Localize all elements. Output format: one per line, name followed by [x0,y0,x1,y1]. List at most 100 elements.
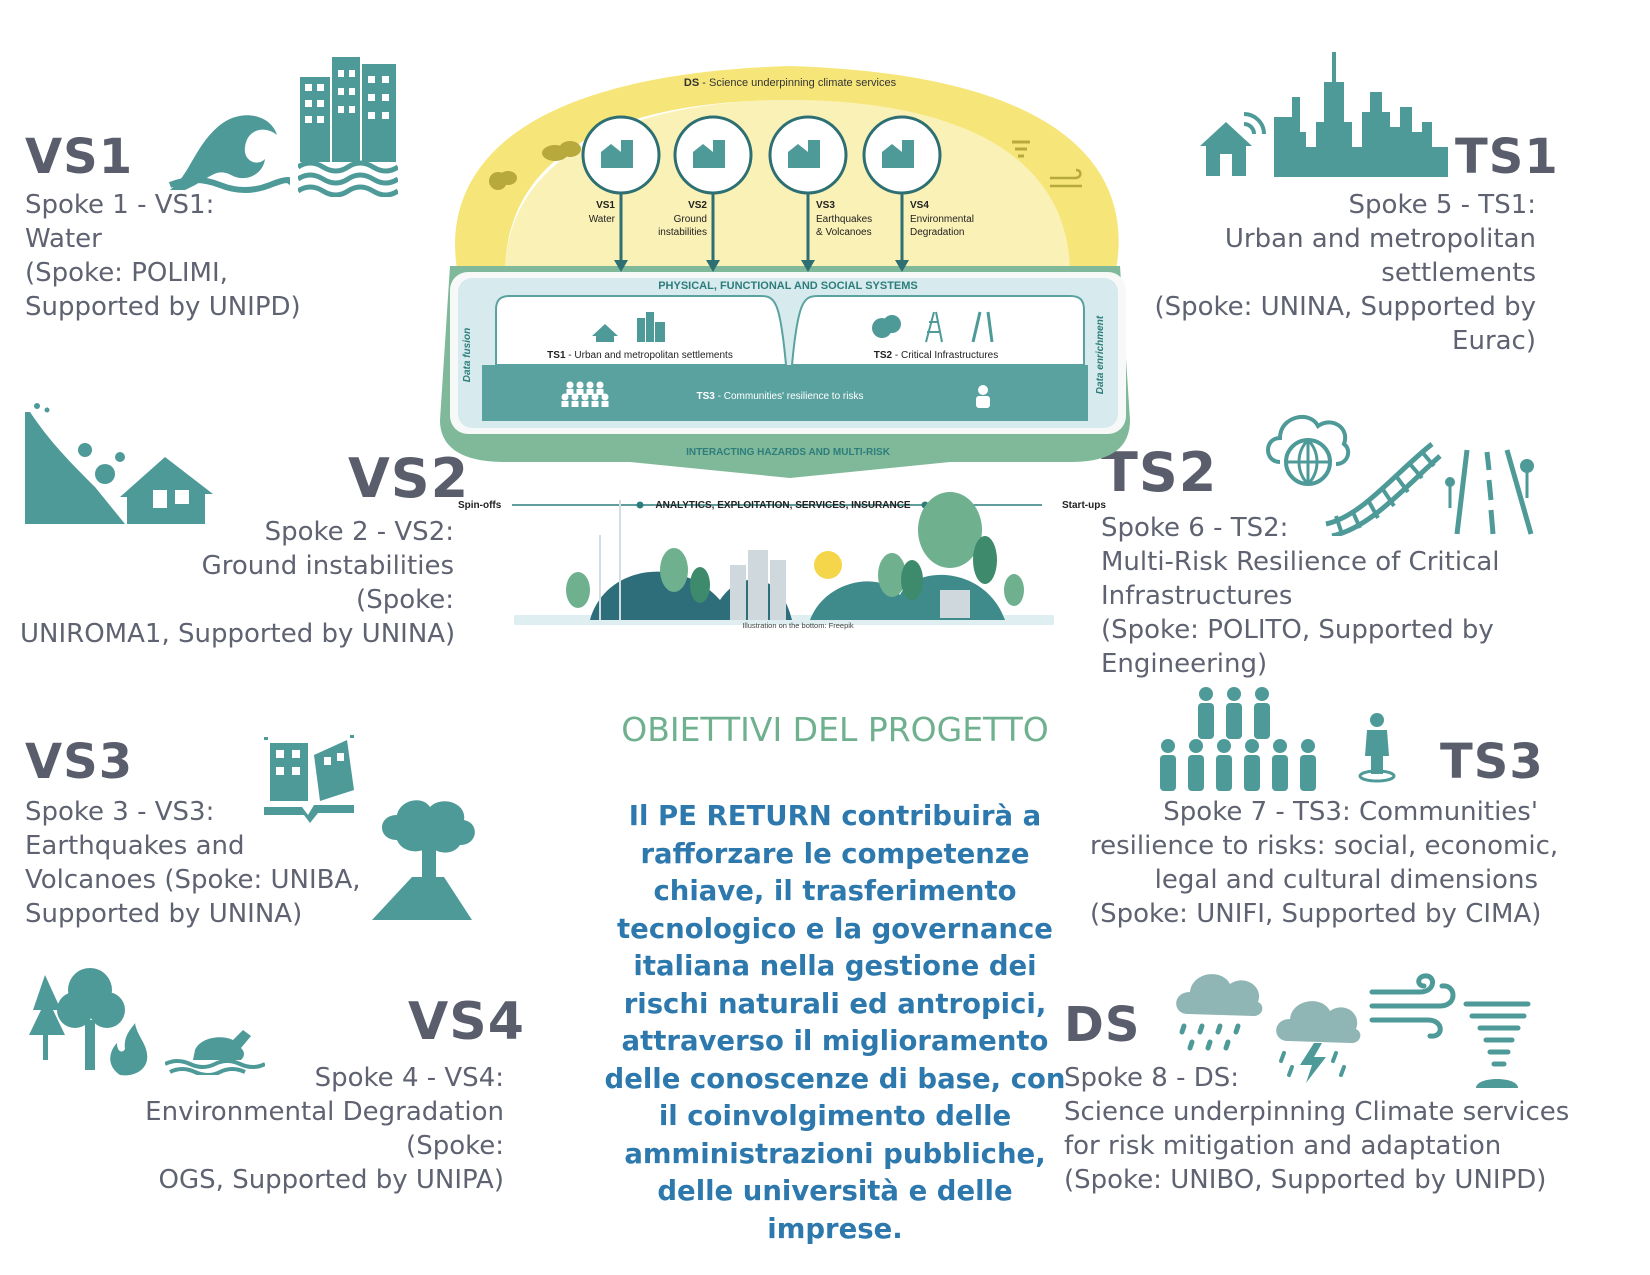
objectives-line: delle conoscenze di base, con [604,1062,1066,1095]
central-diagram: DS - Science underpinning climate servic… [430,60,1145,640]
mini-person [571,393,579,401]
landscape-illustration [514,492,1054,625]
arch-wind-icon [1050,168,1082,188]
vs2-line: (Spoke: [356,585,454,615]
mini-person [591,393,599,401]
data-fusion-label: Data fusion [462,328,473,382]
city-skyline-icon [1272,52,1450,180]
person-body [1188,755,1204,791]
vs-circle-code: VS2 [688,200,707,211]
objectives-line: rafforzare le competenze [640,837,1030,870]
smart-home-icon [1196,110,1266,180]
rain-cloud-icon [1170,966,1265,1056]
person-body [1216,755,1232,791]
vs-circle-label: Degradation [910,227,964,238]
data-enrichment-label: Data enrichment [1095,315,1106,394]
svg-text:TS1 - Urban and metropolitan s: TS1 - Urban and metropolitan settlements [547,350,733,361]
ds-code: DS [1064,997,1141,1053]
person-head [1161,739,1175,753]
mini-person [576,381,584,389]
mini-person-body [591,401,599,407]
vs-circle-code: VS1 [596,200,615,211]
ts3-description: Spoke 7 - TS3: Communities' resilience t… [1090,795,1558,931]
person-head [1199,687,1213,701]
diagram-ds-code: DS [684,77,699,89]
person-body [1160,755,1176,791]
vs2-line: UNIROMA1, Supported by UNINA) [20,619,456,649]
mini-person-body [576,389,584,395]
person-head [1189,739,1203,753]
person-icon [1357,712,1397,784]
diagram-ts1-code: TS1 [547,350,566,361]
diagram-ts3-code: TS3 [697,391,716,402]
objectives-line: chiave, il trasferimento [653,875,1017,907]
vs-circle-icon [788,140,820,168]
road-icon [1445,448,1537,536]
ts2-line: Engineering) [1101,649,1268,679]
wave-icon [165,95,290,195]
objectives-body: Il PE RETURN contribuirà a rafforzare le… [590,798,1080,1248]
ds-line: Science underpinning Climate services [1064,1097,1570,1127]
vs3-description: Spoke 3 - VS3: Earthquakes and Volcanoes… [25,795,361,931]
person-head [1245,739,1259,753]
people-group-icon [1158,686,1318,796]
vs2-line: Spoke 2 - VS2: [264,517,454,547]
mini-person [586,381,594,389]
vs1-code: VS1 [25,129,134,185]
landslide-icon [25,402,215,527]
objectives-line: amministrazioni pubbliche, [624,1137,1046,1170]
vs4-line: Environmental Degradation [145,1097,504,1127]
vs3-line: Volcanoes (Spoke: UNIBA, [25,865,361,895]
svg-text:TS3 - Communities' resilience: TS3 - Communities' resilience to risks [697,391,864,402]
diagram-ts3-text: - Communities' resilience to risks [715,391,864,402]
person-body [1244,755,1260,791]
svg-text:TS2 - Critical Infrastructures: TS2 - Critical Infrastructures [874,350,998,361]
objectives-line: tecnologico e la governance [617,912,1053,945]
vs-circle-icon [601,140,633,168]
objectives-line: delle università e delle [657,1175,1013,1207]
physical-label: PHYSICAL, FUNCTIONAL AND SOCIAL SYSTEMS [658,280,918,292]
ts2-road-mini-icon [971,311,994,343]
ts1-line: (Spoke: UNINA, Supported by [1154,292,1536,322]
person-head [1255,687,1269,701]
person-body [1226,703,1242,739]
ts2-line: Spoke 6 - TS2: [1101,513,1289,543]
vs2-line: Ground instabilities [201,551,454,581]
diagram-ts1-text: - Urban and metropolitan settlements [566,350,733,361]
vs3-line: Earthquakes and [25,831,245,861]
person-head [1217,739,1231,753]
ts3-line: (Spoke: UNIFI, Supported by CIMA) [1090,899,1542,929]
interacting-label: INTERACTING HAZARDS AND MULTI-RISK [686,447,891,458]
vs3-code: VS3 [25,734,134,790]
ts1-description: Spoke 5 - TS1: Urban and metropolitan se… [1100,188,1536,358]
mini-person-body [596,389,604,395]
mini-person-body [581,401,589,407]
ts2-line: (Spoke: POLITO, Supported by [1101,615,1494,645]
storm-cloud-icon [1270,995,1362,1085]
ts3-line: legal and cultural dimensions [1154,865,1538,895]
ts1-home-mini-icon [592,324,618,342]
ds-description: Spoke 8 - DS: Science underpinning Clima… [1064,1061,1569,1197]
vs4-line: Spoke 4 - VS4: [314,1063,504,1093]
vs-circle-icon [693,140,725,168]
wind-icon [1368,972,1458,1042]
person-head [1227,687,1241,701]
ts2-rail-mini-icon [925,311,943,343]
vs-circle-label: Earthquakes [816,214,872,225]
mini-person [581,393,589,401]
vs-circle-label: & Volcanoes [816,227,872,238]
vs1-line: Water [25,224,102,254]
diagram-ts2-code: TS2 [874,350,893,361]
flooded-buildings-icon [298,52,398,197]
person-head [1273,739,1287,753]
analytics-label: ANALYTICS, EXPLOITATION, SERVICES, INSUR… [655,500,911,511]
ts2-description: Spoke 6 - TS2: Multi-Risk Resilience of … [1101,511,1500,681]
objectives-line: Il PE RETURN contribuirà a [628,800,1042,832]
vs1-line: Spoke 1 - VS1: [25,190,215,220]
ts3-code: TS3 [1440,734,1544,790]
objectives-line: italiana nella gestione dei [633,950,1037,982]
mini-person-body [566,389,574,395]
ts2-line: Multi-Risk Resilience of Critical [1101,547,1500,577]
